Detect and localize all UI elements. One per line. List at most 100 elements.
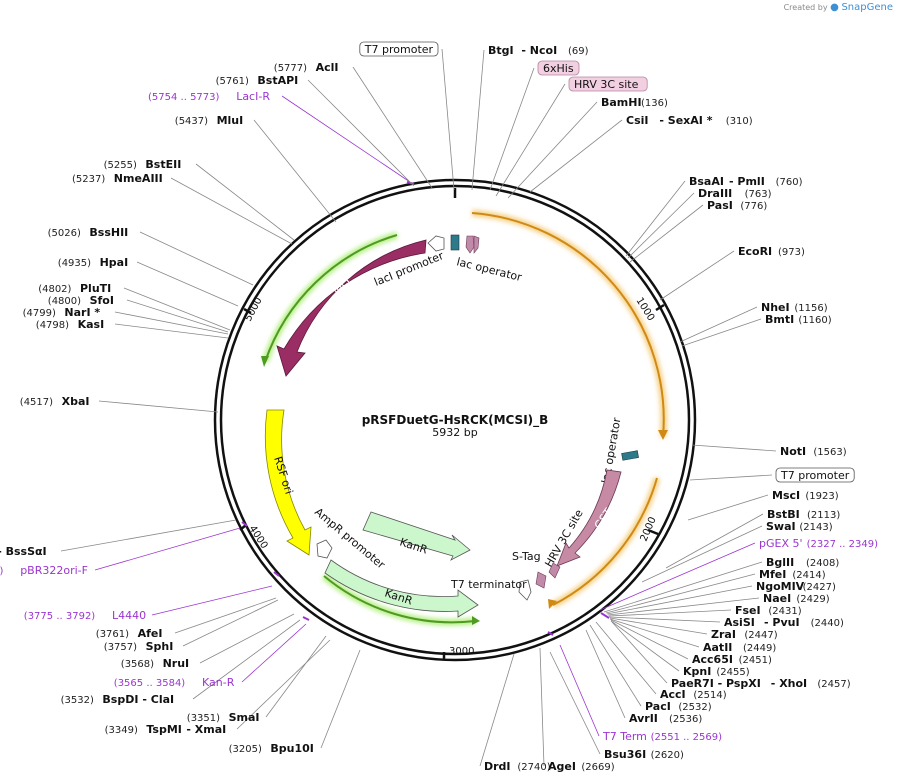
label-bpu10i[interactable]: (3205)Bpu10I	[229, 742, 314, 755]
label-xbai[interactable]: (4517)XbaI	[20, 395, 90, 408]
leader-line	[199, 613, 295, 664]
label-ecori[interactable]: EcoRI(973)	[738, 245, 805, 258]
leader-line	[610, 619, 689, 660]
label-bsteii[interactable]: (5255)BstEII	[104, 158, 182, 171]
label-kpni[interactable]: KpnI(2455)	[683, 665, 750, 678]
label-csii[interactable]: CsiI- SexAI *(310)	[626, 114, 753, 127]
site-position: (5761)	[216, 76, 249, 87]
label-sphi[interactable]: (3757)SphI	[104, 640, 174, 653]
s-tag-marker[interactable]	[535, 571, 547, 589]
label-t7-term[interactable]: T7 Term(2551 .. 2569)	[602, 730, 722, 743]
site-name: NruI	[163, 657, 190, 670]
leader-line	[549, 651, 601, 755]
label-nrui[interactable]: (3568)NruI	[121, 657, 189, 670]
label-swai[interactable]: SwaI(2143)	[766, 520, 833, 533]
lac-operator-right-box[interactable]	[621, 450, 639, 461]
label-pbr322ori-f[interactable]: (4015 .. 4034)pBR322ori-F	[0, 564, 88, 577]
label-hpai[interactable]: (4935)HpaI	[58, 256, 128, 269]
label-draiii[interactable]: DraIII(763)	[698, 187, 772, 200]
site-name: SphI	[146, 640, 174, 653]
label-bspdi[interactable]: (3532)BspDI- ClaI	[61, 693, 175, 706]
ampR-promoter-marker[interactable]	[316, 539, 333, 559]
label-bamhi[interactable]: BamHI(136)	[601, 96, 668, 109]
leader-line	[687, 494, 769, 521]
label-nmeaiii[interactable]: (5237)NmeAIII	[72, 172, 163, 185]
label-zrai[interactable]: ZraI(2447)	[711, 628, 778, 641]
site-position: (3205)	[229, 744, 262, 755]
label-bmti[interactable]: BmtI(1160)	[765, 313, 832, 326]
leader-line	[627, 192, 695, 259]
feature-RSF-ori[interactable]: RSF ori	[264, 409, 312, 556]
label-l4440[interactable]: (3775 .. 3792)L4440	[24, 609, 146, 622]
label-smai[interactable]: (3351)SmaI	[187, 711, 260, 724]
leader-line	[195, 163, 295, 241]
label-naei[interactable]: NaeI(2429)	[763, 592, 830, 605]
label-agei[interactable]: AgeI(2669)	[548, 760, 615, 773]
label-aatii[interactable]: AatII(2449)	[703, 641, 776, 654]
label-pasi[interactable]: PasI(776)	[707, 199, 767, 212]
site-name: - SexAI *	[659, 114, 712, 127]
leader-line	[170, 177, 293, 245]
label-bglii[interactable]: BglII(2408)	[766, 556, 839, 569]
feature-KanR-outer[interactable]: KanR	[324, 559, 479, 618]
leader-line	[123, 287, 231, 331]
site-name: SfoI	[90, 294, 114, 307]
label-t7-promoter[interactable]: T7 promoter	[775, 467, 855, 483]
label-acc65i[interactable]: Acc65I(2451)	[692, 653, 772, 666]
lacI-promoter-arrow[interactable]	[427, 235, 445, 252]
t7-terminator-marker[interactable]	[518, 579, 532, 601]
hrv3c-top-marker[interactable]	[473, 235, 480, 254]
site-name: BsaAI	[689, 175, 724, 188]
label-paer7i[interactable]: PaeR7I- PspXI- XhoI(2457)	[671, 677, 851, 690]
label-nhei[interactable]: NheI(1156)	[761, 301, 828, 314]
label-asisi[interactable]: AsiSI- PvuI(2440)	[724, 616, 844, 629]
label-bstapi[interactable]: (5761)BstAPI	[216, 74, 299, 87]
label-bsaai[interactable]: BsaAI- PmlI(760)	[689, 175, 803, 188]
site-name: DraIII	[698, 187, 732, 200]
site-name: AatII	[703, 641, 732, 654]
label-bsshii[interactable]: (5026)BssHII	[48, 226, 129, 239]
lac-operator-top-box[interactable]	[450, 234, 460, 251]
label-msci[interactable]: MscI(1923)	[772, 489, 839, 502]
label-pgex-5-[interactable]: pGEX 5'(2327 .. 2349)	[759, 537, 878, 550]
label-tspmi[interactable]: (3349)TspMI- XmaI	[105, 723, 227, 736]
label-fsei[interactable]: FseI(2431)	[735, 604, 802, 617]
label-paci[interactable]: PacI(2532)	[645, 700, 712, 713]
site-position: (69)	[568, 46, 589, 57]
label-kan-r[interactable]: (3565 .. 3584)Kan-R	[114, 676, 235, 689]
his-tag-marker[interactable]	[465, 235, 475, 254]
label-6xhis[interactable]: 6xHis	[537, 60, 580, 76]
site-position: (2408)	[806, 558, 839, 569]
site-name: MscI	[772, 489, 800, 502]
label-acci[interactable]: AccI(2514)	[660, 688, 727, 701]
label-btgi[interactable]: BtgI- NcoI(69)	[488, 44, 589, 57]
feature-KanR-inner[interactable]: KanR	[362, 511, 471, 561]
label-mlui[interactable]: (5437)MluI	[175, 114, 243, 127]
label-pluti[interactable]: (4802)PluTI	[38, 282, 111, 295]
label-bsu36i[interactable]: Bsu36I(2620)	[604, 748, 684, 761]
label-bsssi[interactable]: (4047)BssSI- BssSαI	[0, 545, 47, 558]
label-drdi[interactable]: DrdI(2740)	[484, 760, 551, 773]
label-laci-r[interactable]: (5754 .. 5773)LacI-R	[148, 90, 270, 103]
label-t7-promoter[interactable]: T7 promoter	[359, 41, 439, 57]
feature-GST[interactable]: GST	[556, 469, 622, 567]
feature-lacI[interactable]: lacI	[276, 239, 427, 377]
site-position: (1160)	[798, 315, 831, 326]
label-ngomiv[interactable]: NgoMIV(2427)	[756, 580, 836, 593]
snapgene-logo-icon: ●	[830, 2, 839, 13]
label-afei[interactable]: (3761)AfeI	[96, 627, 163, 640]
label-noti[interactable]: NotI(1563)	[780, 445, 847, 458]
label-acli[interactable]: (5777)AclI	[274, 61, 339, 74]
label-avrii[interactable]: AvrII(2536)	[629, 712, 702, 725]
leader-line	[489, 67, 535, 191]
label-hrv-3c-site[interactable]: HRV 3C site	[568, 76, 648, 92]
label-nari-[interactable]: (4799)NarI *	[23, 306, 101, 319]
hrv3c-right-marker[interactable]	[548, 562, 561, 579]
leader-line	[665, 513, 764, 569]
label-kasi[interactable]: (4798)KasI	[36, 318, 104, 331]
site-name: NaeI	[763, 592, 791, 605]
label-bstbi[interactable]: BstBI(2113)	[767, 508, 840, 521]
label-sfoi[interactable]: (4800)SfoI	[48, 294, 114, 307]
label-mfei[interactable]: MfeI(2414)	[759, 568, 826, 581]
site-name: PluTI	[80, 282, 111, 295]
